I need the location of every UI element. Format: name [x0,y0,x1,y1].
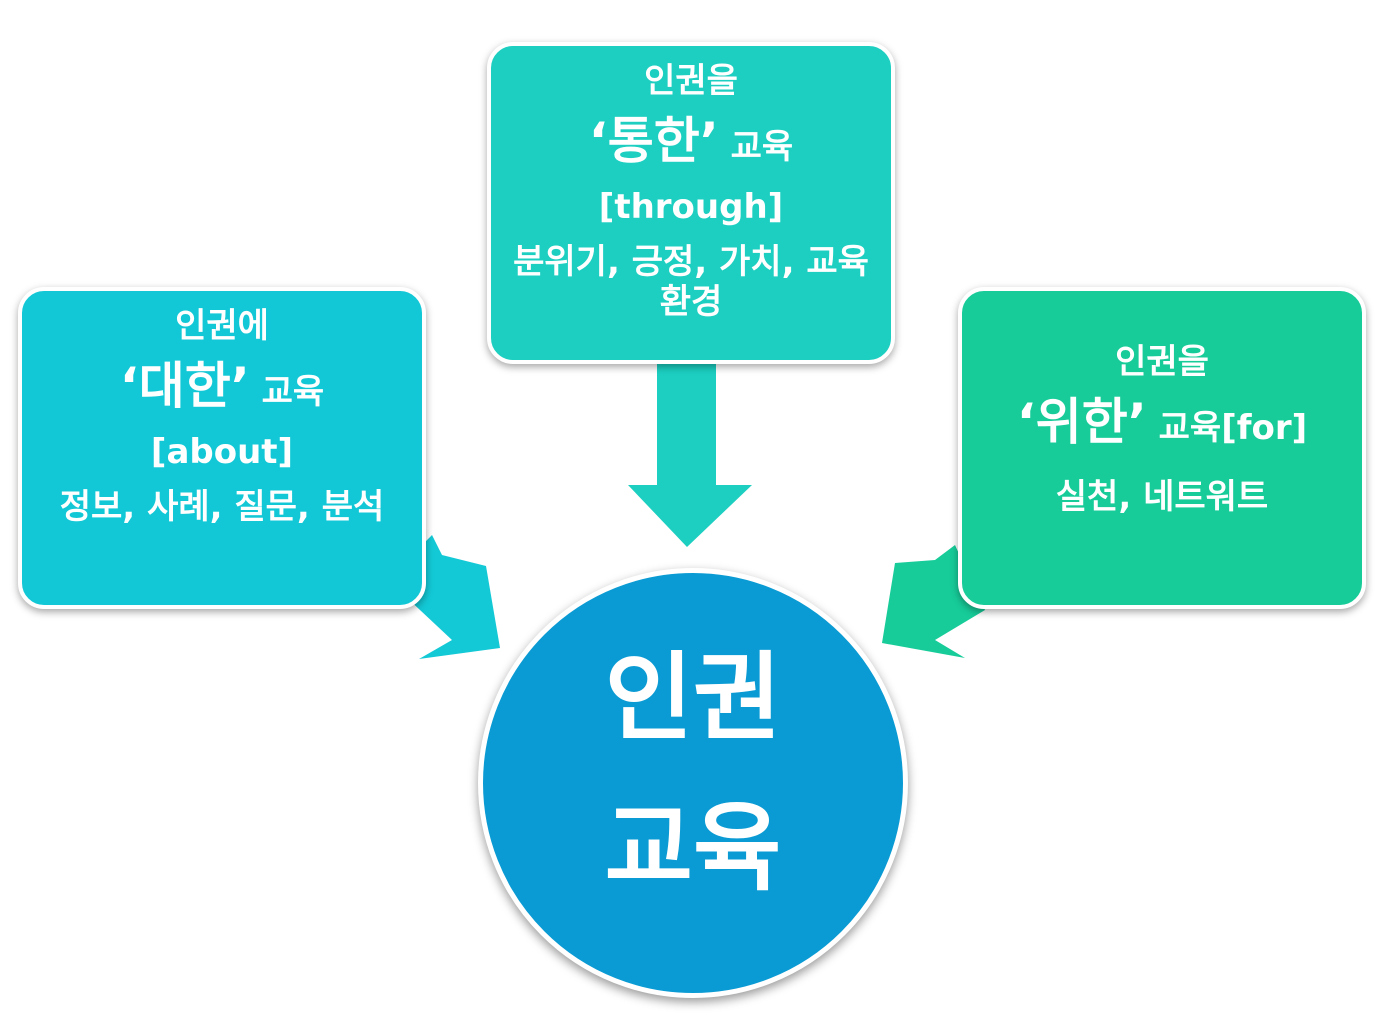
about-bracket-label: [about] [150,432,294,472]
about-details: 정보, 사례, 질문, 분석 [59,487,385,527]
through-box-title: 인권을 [644,61,738,101]
for-box: 인권을 ‘위한’ 교육[for] 실천, 네트워트 [958,287,1366,609]
human-rights-education-circle: 인권 교육 [478,568,908,998]
through-keyword: ‘통한’ [588,112,719,170]
for-box-heading: ‘위한’ 교육[for] [962,391,1362,465]
about-box: 인권에 ‘대한’ 교육 [about] 정보, 사례, 질문, 분석 [18,287,426,609]
through-details: 분위기, 긍정, 가치, 교육환경 [513,242,869,322]
for-suffix: 교육[for] [1146,408,1308,448]
through-suffix: 교육 [718,127,794,167]
for-keyword: ‘위한’ [1016,393,1147,451]
about-keyword: ‘대한’ [119,357,250,415]
for-details: 실천, 네트워트 [1055,477,1269,517]
circle-label-line1: 인권 [604,642,782,754]
circle-label-line2: 교육 [604,792,782,904]
for-box-title: 인권을 [1115,342,1209,382]
through-box-heading: ‘통한’ 교육 [491,110,891,184]
through-box: 인권을 ‘통한’ 교육 [through] 분위기, 긍정, 가치, 교육환경 [487,42,895,364]
about-box-heading: ‘대한’ 교육 [22,355,422,429]
arrow-from-top-box [628,364,752,547]
through-bracket-label: [through] [598,187,784,227]
about-suffix: 교육 [249,372,325,412]
about-box-title: 인권에 [175,306,269,346]
